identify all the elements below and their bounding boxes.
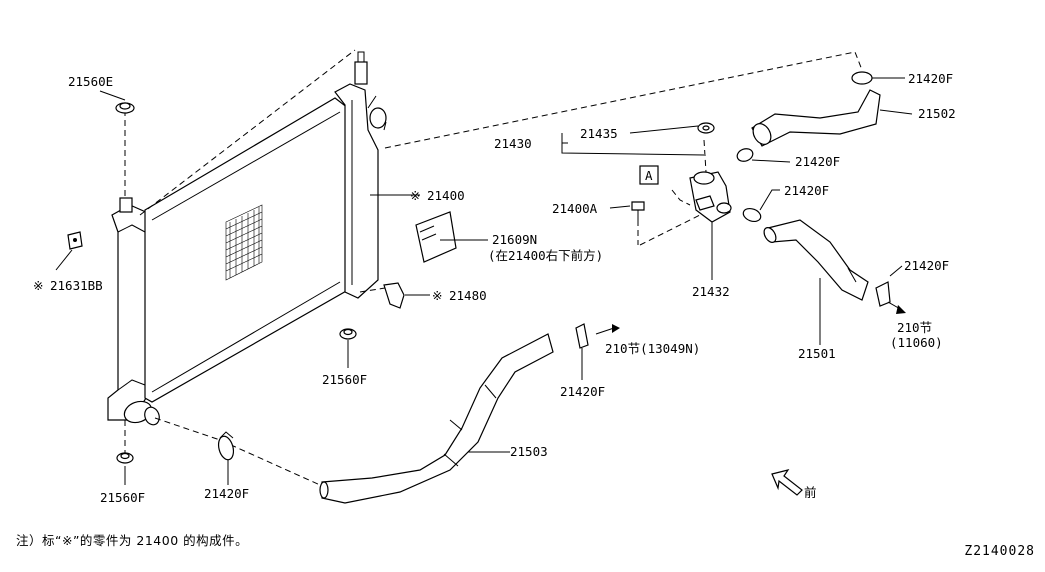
reference-box-a: A (639, 165, 659, 185)
radiator-core-fins (225, 204, 263, 281)
star-21480: ※ (432, 288, 442, 303)
radiator-assembly (107, 51, 387, 426)
footnote: 注）标“※”的零件为 21400 的构成件。 (16, 533, 249, 548)
clamp-21420F-bottom (217, 431, 235, 461)
clamp-21420F-r3 (742, 207, 762, 223)
clamp-21420F-r2 (736, 148, 754, 162)
hose-21502 (751, 89, 881, 147)
label-21400: 21400 (427, 188, 465, 203)
label-21631BB: 21631BB (50, 278, 103, 293)
label-21560F-mid: 21560F (322, 372, 367, 387)
arrow-to-13049N (595, 324, 620, 335)
label-front: 前 (804, 485, 817, 500)
label-21420F-mid: 21420F (560, 384, 605, 399)
clamp-21420F-top (851, 71, 873, 85)
star-21400: ※ (410, 188, 420, 203)
part-labels: 21560E ※ 21631BB ※ 21400 21609N (在21400右… (33, 71, 956, 505)
clip-21480 (383, 282, 405, 309)
label-21420F-top: 21420F (908, 71, 953, 86)
label-21420F-r4: 21420F (904, 258, 949, 273)
label-21420F-r3: 21420F (784, 183, 829, 198)
label-21400A: 21400A (552, 201, 598, 216)
diagram-code: Z2140028 (964, 544, 1035, 559)
grommet-21560E (115, 102, 135, 114)
callout-leaders (55, 77, 913, 485)
front-arrow-icon (771, 469, 803, 496)
clamp-21420F-mid (575, 323, 589, 349)
clamp-21420F-r4 (875, 281, 891, 307)
label-21435: 21435 (580, 126, 618, 141)
bolt-21400A (631, 201, 645, 222)
label-21609N: 21609N (492, 232, 537, 247)
reference-box-a-label: A (645, 168, 653, 183)
label-21420F-r2: 21420F (795, 154, 840, 169)
star-21631BB: ※ (33, 278, 43, 293)
arrow-to-11060 (887, 301, 906, 314)
label-21502: 21502 (918, 106, 956, 121)
washer-21435 (697, 122, 715, 134)
housing-21432 (689, 171, 732, 223)
label-ref-210: 210节 (897, 320, 932, 335)
label-21501: 21501 (798, 346, 836, 361)
label-21560F-bot: 21560F (100, 490, 145, 505)
plate-21609N (415, 211, 457, 263)
hose-21501 (763, 219, 869, 301)
label-ref-13049N: 210节(13049N) (605, 341, 700, 356)
label-21480: 21480 (449, 288, 487, 303)
label-ref-11060: (11060) (890, 335, 943, 350)
grommet-21560F-mid (339, 328, 357, 340)
label-21503: 21503 (510, 444, 548, 459)
label-21432: 21432 (692, 284, 730, 299)
label-21560E: 21560E (68, 74, 113, 89)
bracket-21631BB (67, 231, 83, 250)
label-21609N-note: (在21400右下前方) (488, 248, 603, 263)
grommet-21560F-bot (116, 452, 134, 464)
hose-21503 (319, 333, 554, 504)
label-21420F-bottom: 21420F (204, 486, 249, 501)
label-21430: 21430 (494, 136, 532, 151)
